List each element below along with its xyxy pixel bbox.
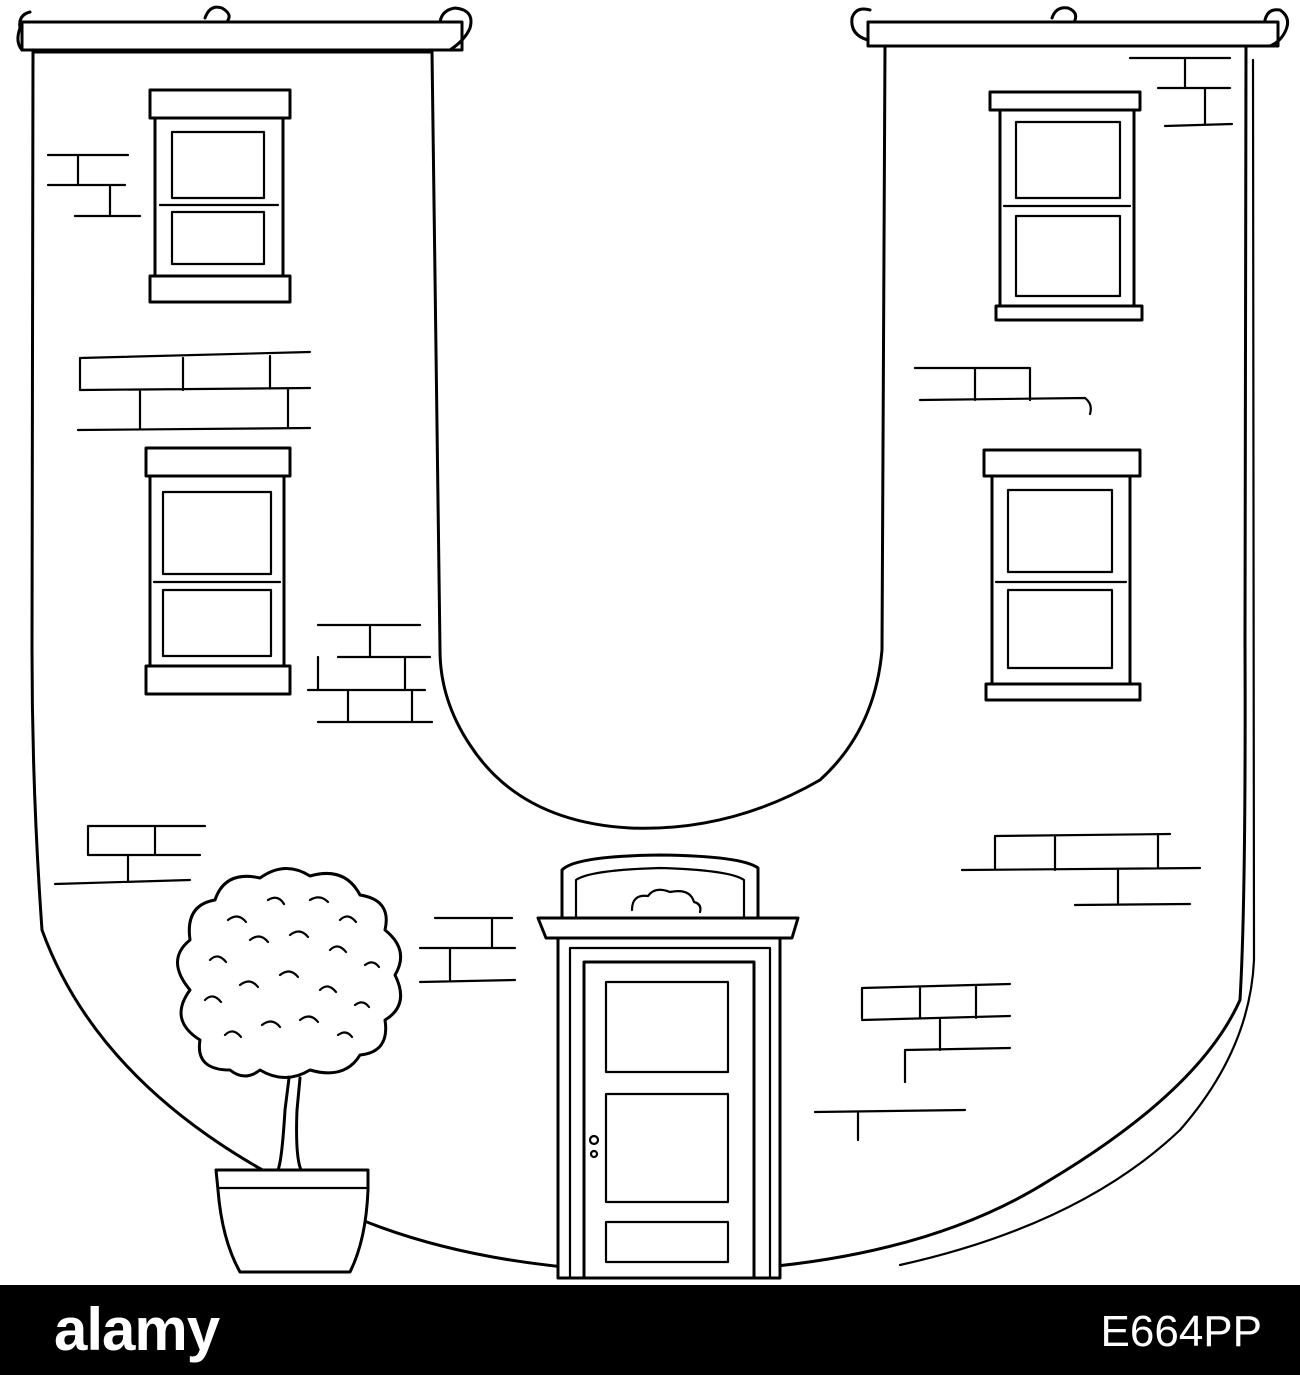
brick-patterns xyxy=(46,56,1234,1142)
alamy-logo: alamy xyxy=(54,1296,220,1363)
left-cornice xyxy=(16,5,473,52)
watermark-bar: alamy E664PP xyxy=(0,1285,1300,1375)
right-cornice xyxy=(850,6,1290,48)
window-left-upper xyxy=(148,88,292,304)
window-right-upper xyxy=(988,90,1144,322)
front-door xyxy=(536,853,800,1280)
letter-u-building-illustration xyxy=(16,5,1290,1280)
potted-tree xyxy=(176,867,403,1274)
window-right-lower xyxy=(982,448,1142,702)
window-left-lower xyxy=(144,446,292,696)
image-id-label: E664PP xyxy=(1100,1307,1262,1356)
